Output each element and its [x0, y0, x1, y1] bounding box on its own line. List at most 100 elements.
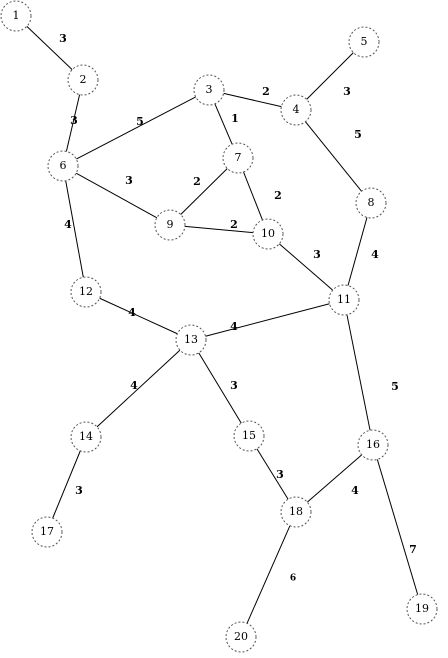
edge-weight-15-18: 3: [276, 468, 284, 481]
node-label-10: 10: [261, 227, 275, 240]
node-1: 1: [0, 0, 32, 32]
edge-9-10: [184, 225, 254, 234]
edge-13-15: [198, 352, 242, 424]
node-label-9: 9: [167, 218, 174, 231]
node-circle-8: [355, 187, 387, 219]
edge-weight-7-10: 2: [274, 189, 282, 202]
edge-weight-1-2: 3: [59, 32, 67, 45]
node-label-13: 13: [184, 333, 198, 346]
node-label-2: 2: [80, 73, 87, 86]
edge-16-18: [306, 454, 363, 503]
node-circle-17: [31, 516, 63, 548]
node-20: 20: [225, 621, 257, 653]
edge-16-19: [376, 459, 419, 595]
edge-18-20: [246, 525, 291, 624]
node-label-18: 18: [289, 505, 303, 518]
node-circle-14: [70, 421, 102, 453]
edge-12-13: [99, 297, 178, 335]
edge-weight-11-16: 5: [391, 380, 399, 393]
edge-weight-6-9: 3: [125, 174, 133, 187]
node-label-15: 15: [242, 429, 256, 442]
node-14: 14: [70, 421, 102, 453]
node-11: 11: [328, 284, 360, 316]
node-19: 19: [406, 593, 438, 625]
node-circle-18: [280, 496, 312, 528]
edge-5-4: [306, 52, 354, 100]
edge-weight-4-8: 5: [354, 128, 362, 141]
node-label-19: 19: [415, 602, 429, 615]
node-circle-6: [47, 150, 79, 182]
node-13: 13: [175, 324, 207, 356]
node-7: 7: [222, 142, 254, 174]
node-16: 16: [357, 429, 389, 461]
edge-weight-2-6: 3: [70, 114, 78, 127]
node-2: 2: [67, 64, 99, 96]
node-9: 9: [154, 209, 186, 241]
edge-3-4: [223, 92, 282, 108]
node-label-5: 5: [361, 35, 368, 48]
node-12: 12: [70, 276, 102, 308]
edge-weight-7-9: 2: [193, 175, 201, 188]
edge-weight-13-15: 3: [230, 379, 238, 392]
edge-weight-18-20: 6: [290, 574, 296, 584]
node-circle-4: [280, 94, 312, 126]
edge-weight-3-7: 1: [231, 112, 239, 125]
node-circle-2: [67, 64, 99, 96]
edge-weight-13-11: 4: [230, 320, 238, 333]
edge-weight-6-12: 4: [64, 218, 72, 231]
edge-13-14: [96, 349, 181, 428]
node-circle-10: [252, 218, 284, 250]
node-label-14: 14: [79, 430, 93, 443]
edge-6-9: [75, 172, 158, 219]
edge-3-6: [76, 96, 196, 160]
edge-weight-3-4: 2: [262, 85, 270, 98]
node-circle-16: [357, 429, 389, 461]
node-label-20: 20: [234, 630, 248, 643]
node-circle-13: [175, 324, 207, 356]
edge-3-7: [214, 103, 233, 145]
node-circle-11: [328, 284, 360, 316]
edge-15-18: [256, 448, 289, 500]
edge-weight-9-10: 2: [230, 218, 238, 231]
edge-weight-14-17: 3: [75, 484, 83, 497]
node-circle-15: [233, 420, 265, 452]
node-15: 15: [233, 420, 265, 452]
edge-weight-10-11: 3: [313, 248, 321, 261]
edge-weight-5-4: 3: [343, 85, 351, 98]
node-circle-9: [154, 209, 186, 241]
edge-4-8: [305, 121, 362, 192]
edge-weight-3-6: 5: [136, 115, 144, 128]
node-label-4: 4: [293, 103, 300, 116]
node-circle-1: [0, 0, 32, 32]
node-10: 10: [252, 218, 284, 250]
node-3: 3: [193, 74, 225, 106]
node-circle-7: [222, 142, 254, 174]
edge-weight-16-18: 4: [351, 484, 359, 497]
edge-weight-13-14: 4: [130, 379, 138, 392]
node-5: 5: [348, 26, 380, 58]
edge-weight-16-19: 7: [409, 543, 417, 556]
node-circle-19: [406, 593, 438, 625]
edge-weight-8-11: 4: [371, 248, 379, 261]
node-circle-12: [70, 276, 102, 308]
edge-weight-12-13: 4: [128, 306, 136, 319]
edge-11-16: [346, 314, 371, 431]
node-circle-3: [193, 74, 225, 106]
node-label-8: 8: [368, 196, 375, 209]
node-6: 6: [47, 150, 79, 182]
node-18: 18: [280, 496, 312, 528]
node-8: 8: [355, 187, 387, 219]
node-label-6: 6: [60, 159, 67, 172]
node-label-11: 11: [337, 293, 351, 306]
node-label-3: 3: [206, 83, 213, 96]
node-label-12: 12: [79, 285, 93, 298]
node-17: 17: [31, 516, 63, 548]
edge-10-11: [278, 243, 334, 291]
node-label-1: 1: [13, 9, 20, 22]
edges-layer: [26, 25, 419, 624]
edge-14-17: [52, 450, 81, 519]
edge-8-11: [347, 217, 368, 286]
